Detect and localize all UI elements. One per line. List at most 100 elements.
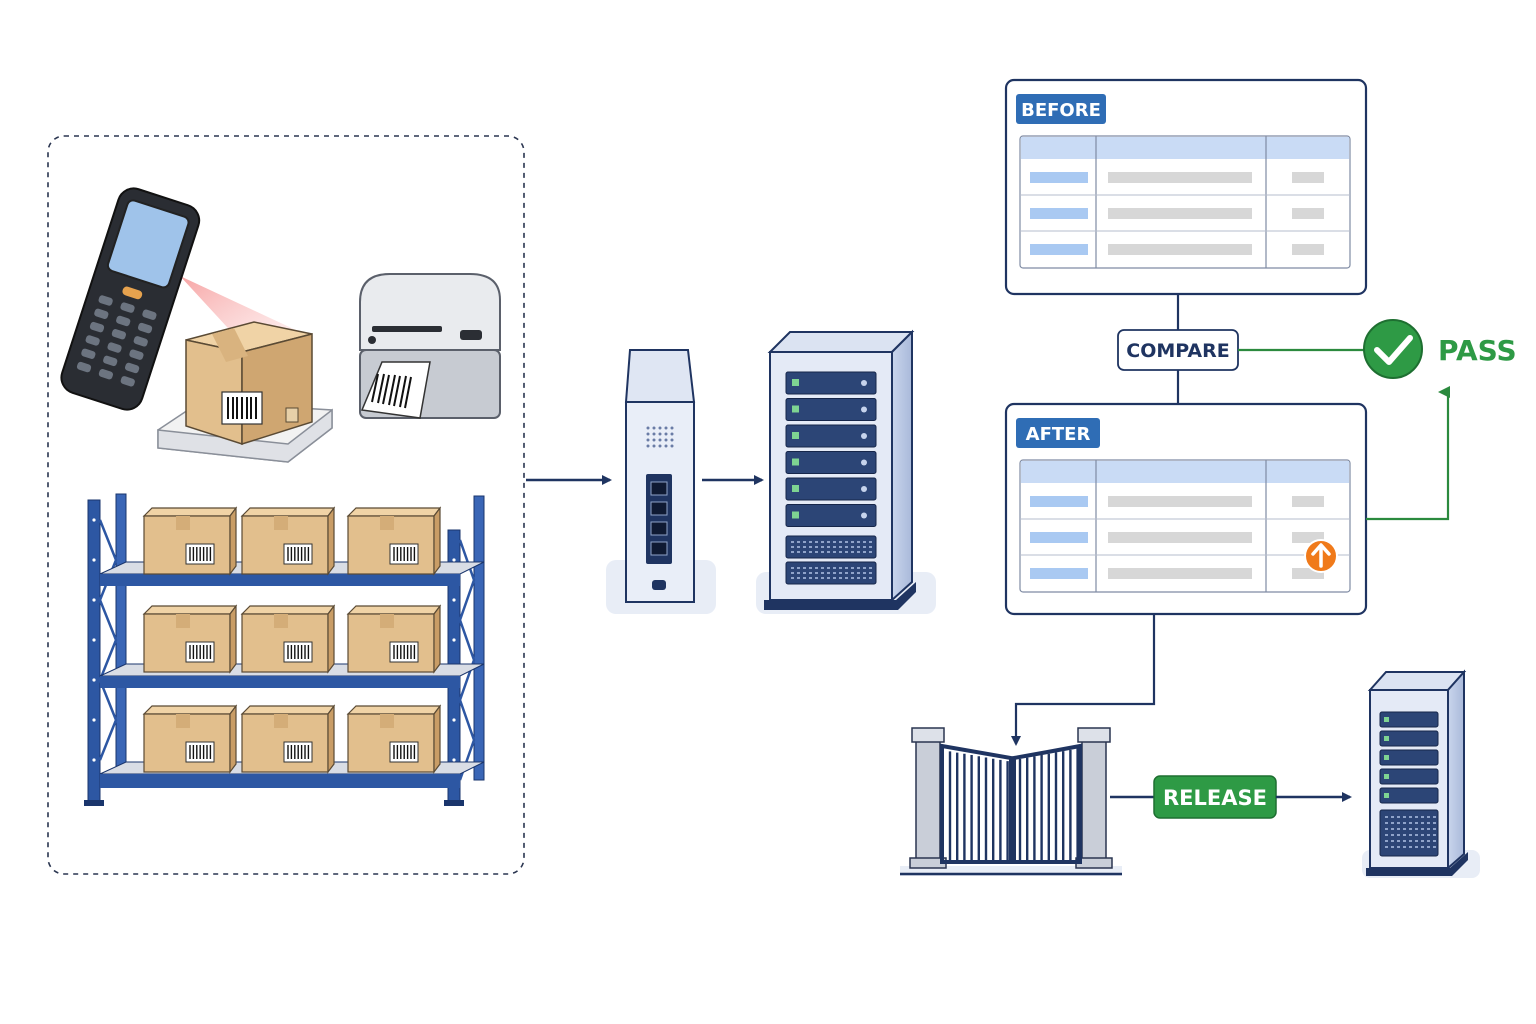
grille-dot: [809, 541, 812, 543]
grille-dot: [857, 551, 860, 553]
up-arrow-badge-icon: [1304, 539, 1338, 573]
shelf-boxes: [142, 506, 442, 774]
grille-dot: [839, 567, 842, 569]
grille-dot: [1409, 822, 1412, 824]
grille-dot: [821, 541, 824, 543]
grille-dot: [1433, 816, 1436, 818]
warehouse-group: [47, 135, 525, 875]
table-cell-bar: [1108, 244, 1252, 255]
grille-dot: [1433, 822, 1436, 824]
server-unit: [785, 398, 877, 421]
grille-dot: [1409, 840, 1412, 842]
table-cell-bar: [1108, 172, 1252, 183]
grille-dot: [791, 546, 794, 548]
table-cell-bar: [1108, 532, 1252, 543]
warehouse-group-border: [47, 135, 525, 875]
grille-dot: [1403, 834, 1406, 836]
grille-dot: [845, 567, 848, 569]
server-unit: [785, 371, 877, 395]
grille-dot: [1415, 840, 1418, 842]
grille-dot: [869, 572, 872, 574]
gate-icon: [900, 727, 1122, 876]
grille-dot: [1391, 840, 1394, 842]
grille-dot: [851, 567, 854, 569]
before-tag: [1016, 94, 1106, 124]
grille-dot: [821, 577, 824, 579]
table-cell-bar: [1292, 532, 1324, 543]
grille-dot: [1391, 816, 1394, 818]
grille-dot: [1403, 816, 1406, 818]
grille-dot: [821, 572, 824, 574]
table-cell-bar: [1292, 208, 1324, 219]
grille-dot: [1421, 840, 1424, 842]
dest-server-unit: [1379, 768, 1439, 785]
grille-dot: [791, 551, 794, 553]
grille-dot: [851, 577, 854, 579]
dest-server-unit: [1379, 787, 1439, 804]
server-button: [861, 459, 867, 466]
table-cell-bar: [1292, 172, 1324, 183]
grille-dot: [1397, 846, 1400, 848]
connector-after-gate: [1011, 614, 1156, 746]
server-unit: [785, 504, 877, 527]
grille-dot: [833, 577, 836, 579]
release-badge: RELEASE: [1153, 775, 1277, 819]
grille-dot: [803, 572, 806, 574]
dest-server-led: [1384, 774, 1389, 779]
grille-dot: [857, 546, 860, 548]
grille-dot: [815, 546, 818, 548]
table-frame: [1019, 135, 1351, 269]
grille-dot: [1409, 828, 1412, 830]
grille-dot: [1427, 822, 1430, 824]
table-cell-bar: [1030, 244, 1088, 255]
grille-dot: [815, 577, 818, 579]
grille-dot: [833, 572, 836, 574]
grille-dot: [815, 572, 818, 574]
shelf-box: [240, 506, 336, 576]
grille-dot: [791, 567, 794, 569]
release-label: RELEASE: [1163, 786, 1267, 810]
grille-dot: [1391, 828, 1394, 830]
grille-dot: [1391, 822, 1394, 824]
grille-dot: [1427, 840, 1430, 842]
grille-dot: [791, 572, 794, 574]
shelf-box: [142, 604, 238, 674]
dest-server-led: [1384, 793, 1389, 798]
grille-dot: [845, 546, 848, 548]
grille-dot: [797, 546, 800, 548]
grille-dot: [1391, 834, 1394, 836]
grille-dot: [827, 551, 830, 553]
dest-server-led: [1384, 755, 1389, 760]
grille-dot: [1427, 834, 1430, 836]
grille-dot: [1421, 822, 1424, 824]
dest-server-units: [1379, 711, 1439, 804]
grille-dot: [845, 541, 848, 543]
compare-badge: COMPARE: [1117, 329, 1239, 371]
grille-dot: [803, 551, 806, 553]
grille-dot: [797, 551, 800, 553]
grille-dot: [1385, 816, 1388, 818]
grille-dot: [857, 572, 860, 574]
grille-dot: [1385, 834, 1388, 836]
grille-dot: [1409, 834, 1412, 836]
grille-dot: [1433, 828, 1436, 830]
grille-dot: [863, 577, 866, 579]
compare-label: COMPARE: [1126, 340, 1230, 362]
grille-dot: [1403, 846, 1406, 848]
grille-dot: [1421, 816, 1424, 818]
table-cell-bar: [1108, 568, 1252, 579]
gate-bars: [948, 748, 1079, 860]
server-grille: [791, 541, 872, 579]
grille-dot: [869, 551, 872, 553]
grille-dot: [839, 577, 842, 579]
grille-dot: [821, 551, 824, 553]
grille-dot: [809, 546, 812, 548]
server-unit: [785, 477, 877, 501]
grille-dot: [815, 567, 818, 569]
grille-dot: [851, 541, 854, 543]
grille-dot: [857, 577, 860, 579]
grille-dot: [827, 567, 830, 569]
label-printer-icon: [359, 273, 501, 419]
grille-dot: [1397, 828, 1400, 830]
server-led: [792, 458, 799, 466]
